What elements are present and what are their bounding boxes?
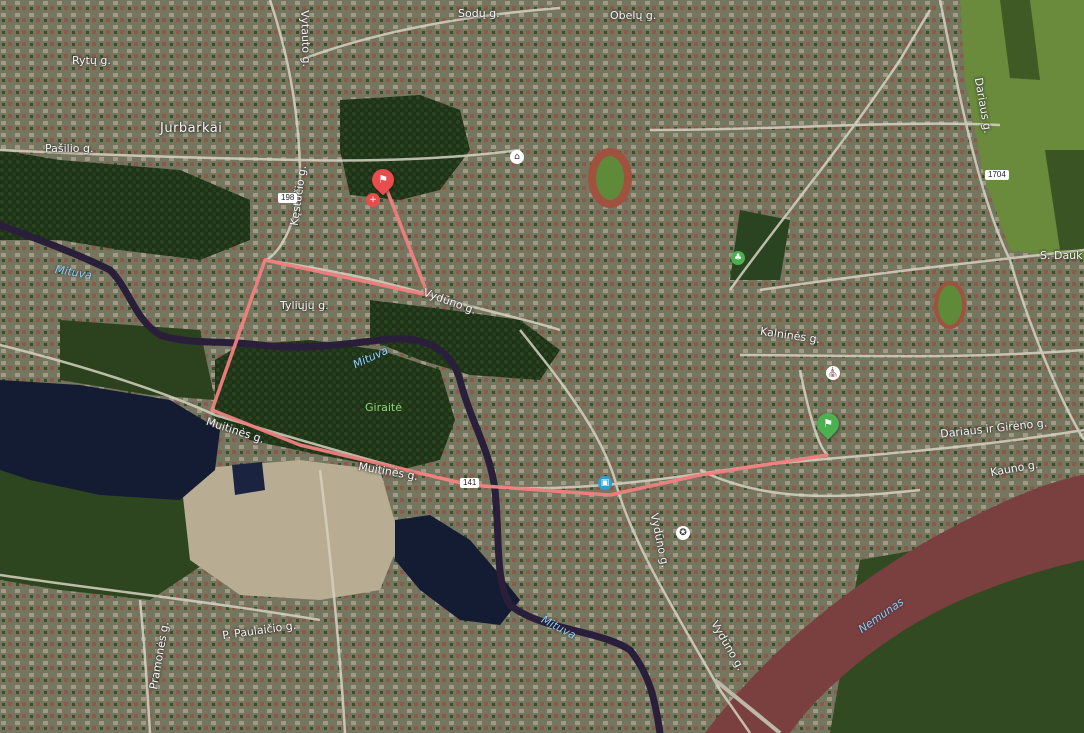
street-label-sodu: Sodų g.	[458, 7, 500, 20]
farm-field-strip	[1000, 0, 1040, 80]
street-label-s-dauk: S. Dauk	[1040, 249, 1083, 262]
road-shield-141: 141	[460, 478, 480, 488]
nemunas-river	[705, 475, 1084, 733]
shopping-icon[interactable]: ⌂	[510, 150, 524, 164]
street-label-pasilio: Pašilio g.	[45, 142, 94, 155]
flag-icon: ⚑	[823, 417, 833, 430]
street-label-rytu: Rytų g.	[72, 54, 111, 67]
forest-area	[0, 150, 250, 260]
monument-icon[interactable]: ✪	[676, 526, 690, 540]
lake	[395, 515, 520, 625]
forest-area	[0, 470, 210, 600]
street-label-tyliuju: Tyliųjų g.	[280, 299, 329, 312]
bus-stop-icon[interactable]: ▣	[598, 476, 612, 490]
route-line	[210, 179, 829, 497]
park-area	[730, 210, 790, 280]
road-shield-198: 198	[278, 193, 298, 203]
church-icon[interactable]: ⛪	[826, 366, 840, 380]
flag-icon: ⚑	[378, 173, 388, 186]
stadium-field	[596, 156, 624, 200]
route-end-marker[interactable]: ⚑	[812, 408, 844, 440]
route-start-marker[interactable]: ⚑	[367, 164, 399, 196]
pond	[232, 462, 265, 495]
forest-label-giraite: Giraitė	[365, 401, 402, 414]
giraite-forest	[215, 340, 455, 470]
street-label-vytauto: Vytauto g.	[298, 9, 313, 68]
farm-field-strip	[1045, 150, 1084, 250]
park-icon[interactable]: ♣	[731, 251, 745, 265]
street-label-obelu: Obelų g.	[610, 9, 657, 22]
stadium	[934, 281, 966, 329]
bridge	[713, 678, 782, 733]
town-label-jurbarkai: Jurbarkai	[160, 121, 223, 136]
hospital-icon[interactable]: +	[366, 193, 380, 207]
road-shield-1704: 1704	[985, 170, 1009, 180]
mituva-river	[0, 221, 664, 733]
forest-area	[370, 300, 560, 380]
lake	[0, 380, 220, 500]
